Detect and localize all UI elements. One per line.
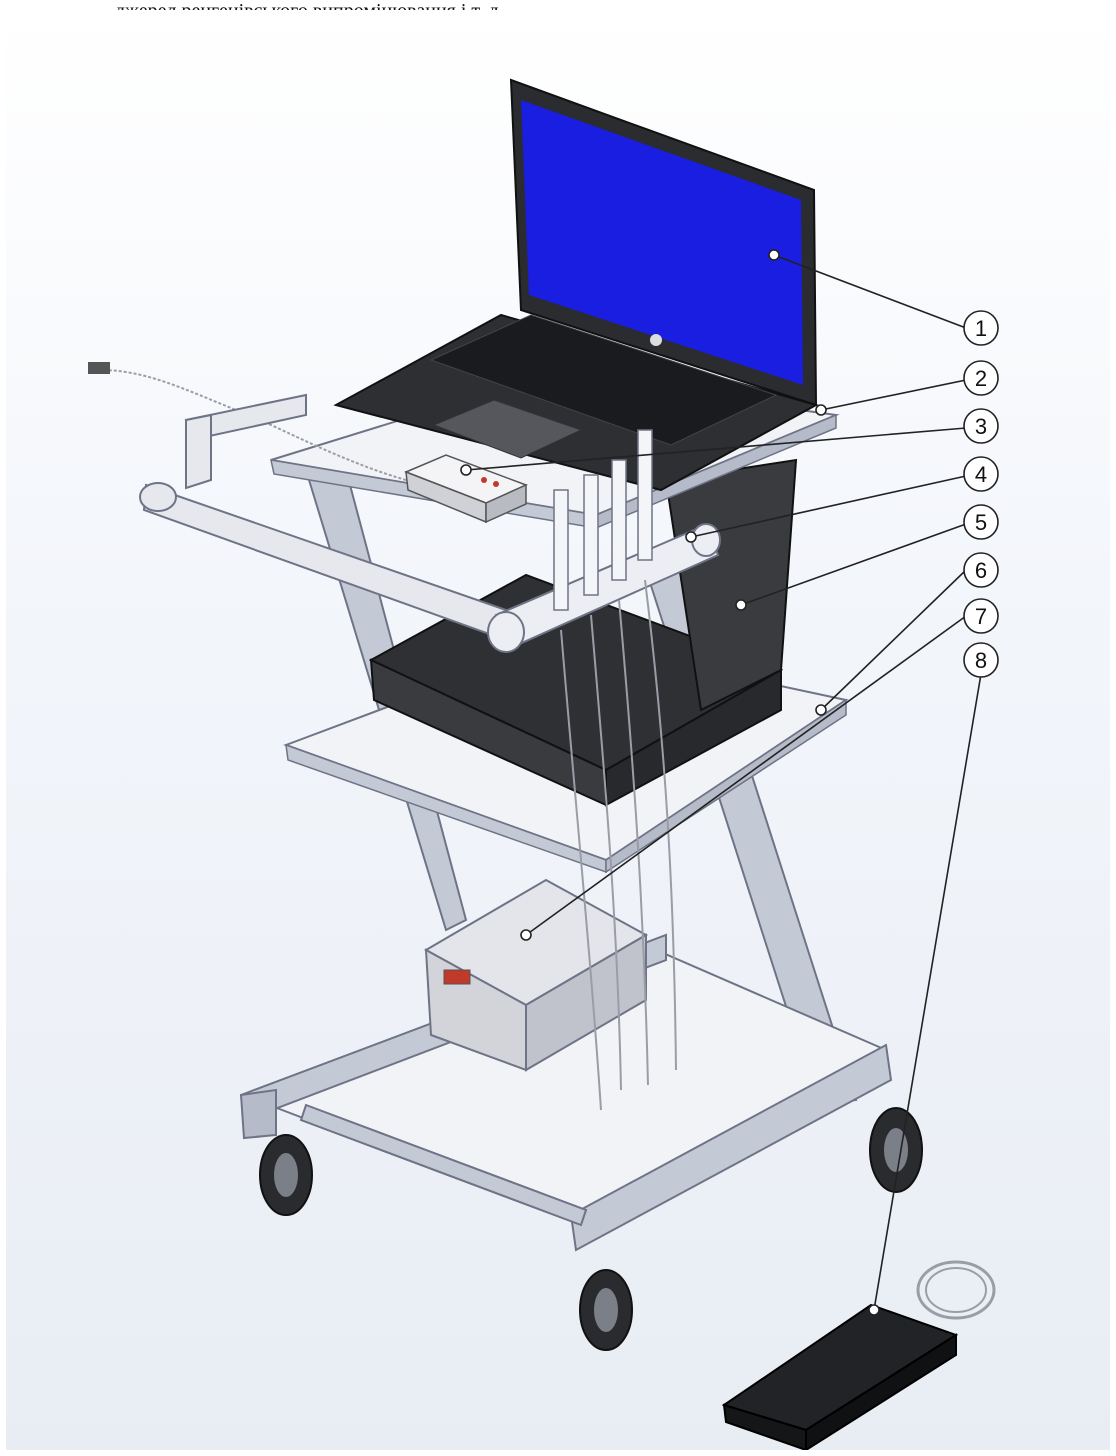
handpieces [553, 429, 653, 611]
control-box [404, 454, 528, 524]
handle-bar [139, 393, 507, 642]
callout-8: 8 [963, 642, 999, 678]
control-cable [100, 369, 407, 481]
callout-7: 7 [963, 598, 999, 634]
callout-label-8: 8 [975, 648, 987, 673]
power-switch [443, 969, 471, 985]
cable-plug [88, 362, 110, 374]
callout-label-5: 5 [975, 510, 987, 535]
laptop-screen [521, 100, 803, 385]
back-panel [664, 458, 798, 712]
callout-label-7: 7 [975, 604, 987, 629]
pedal-cable-coil [916, 1260, 996, 1320]
base-left-leg [239, 1088, 277, 1140]
callout-6: 6 [963, 552, 999, 588]
callout-2: 2 [963, 360, 999, 396]
leader-lines [465, 254, 982, 1311]
leader-dots [460, 249, 880, 1316]
callout-label-3: 3 [975, 414, 987, 439]
callout-5: 5 [963, 504, 999, 540]
foot-pedal [721, 1260, 996, 1450]
caster-wheels [259, 1107, 923, 1351]
laptop-keyboard [429, 314, 778, 446]
laptop [333, 78, 819, 492]
logo-icon [650, 334, 662, 346]
handpiece-cables [560, 579, 677, 1111]
callout-label-6: 6 [975, 558, 987, 583]
cart-drawing: 1 2 3 4 5 6 7 8 [88, 78, 999, 1450]
callout-label-1: 1 [975, 316, 987, 341]
callout-3: 3 [963, 408, 999, 444]
base-side-bar [299, 1103, 588, 1227]
base-front-bar [569, 1043, 893, 1252]
callout-4: 4 [963, 456, 999, 492]
laptop-touchpad [432, 399, 583, 459]
callout-label-2: 2 [975, 366, 987, 391]
callout-1: 1 [963, 310, 999, 346]
callout-label-4: 4 [975, 462, 987, 487]
